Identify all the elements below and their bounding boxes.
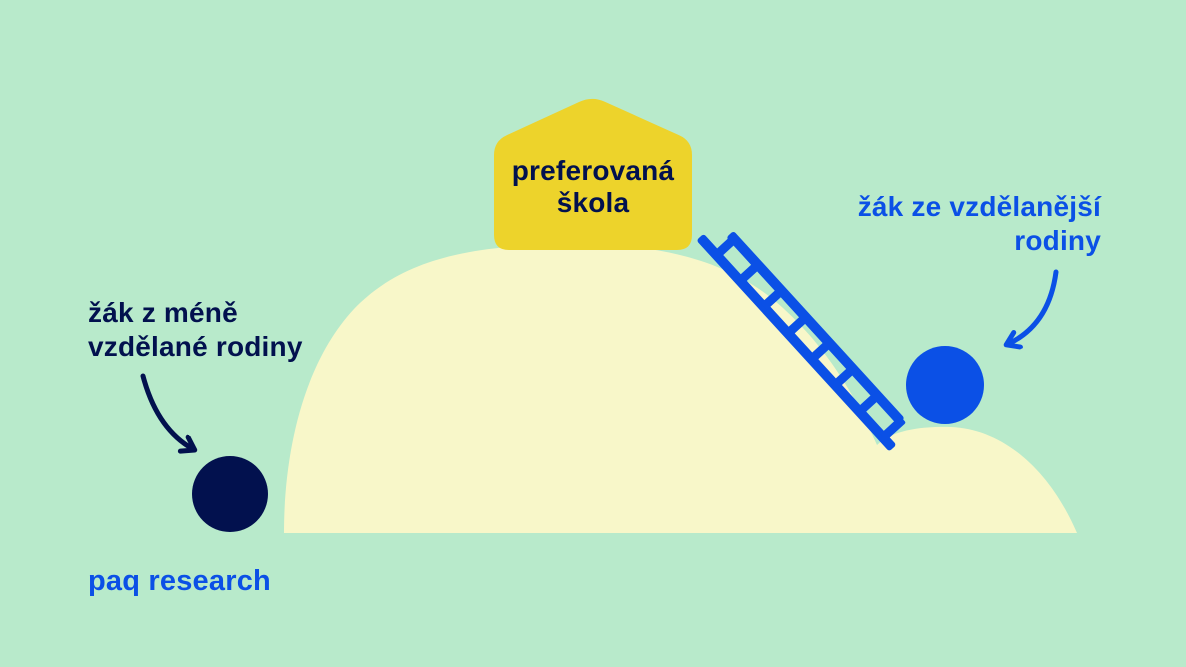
hill-shape bbox=[284, 244, 1077, 533]
left-student-dot bbox=[192, 456, 268, 532]
brand-wordmark: paq research bbox=[88, 565, 271, 597]
ladder-rung bbox=[714, 234, 739, 258]
ladder-rung bbox=[761, 286, 786, 310]
ladder-rung bbox=[737, 260, 763, 284]
school-house-shape bbox=[494, 98, 692, 250]
right-student-label-line2: rodiny bbox=[1014, 225, 1101, 256]
ladder-rung bbox=[785, 312, 811, 336]
curved-arrow-right bbox=[1008, 269, 1059, 344]
ladder-rung bbox=[832, 364, 858, 388]
ladder-rung bbox=[809, 338, 834, 362]
ladder bbox=[697, 231, 906, 451]
right-student-label: žák ze vzdělanější rodiny bbox=[858, 190, 1101, 258]
left-student-label-line1: žák z méně bbox=[88, 297, 238, 328]
curved-arrow-left bbox=[140, 373, 193, 449]
left-student-label-line2: vzdělané rodiny bbox=[88, 331, 303, 362]
school-label-line2: škola bbox=[556, 187, 630, 218]
school-label-line1: preferovaná bbox=[511, 155, 675, 186]
ladder-rung bbox=[880, 416, 906, 440]
right-student-dot bbox=[906, 346, 984, 424]
right-student-label-line1: žák ze vzdělanější bbox=[857, 191, 1101, 222]
ladder-rung bbox=[857, 390, 882, 415]
ladder-rail-upper bbox=[727, 231, 904, 424]
ladder-rail-lower bbox=[697, 234, 896, 451]
school-label: preferovaná škola bbox=[474, 155, 712, 219]
left-student-label: žák z méně vzdělané rodiny bbox=[88, 296, 303, 364]
